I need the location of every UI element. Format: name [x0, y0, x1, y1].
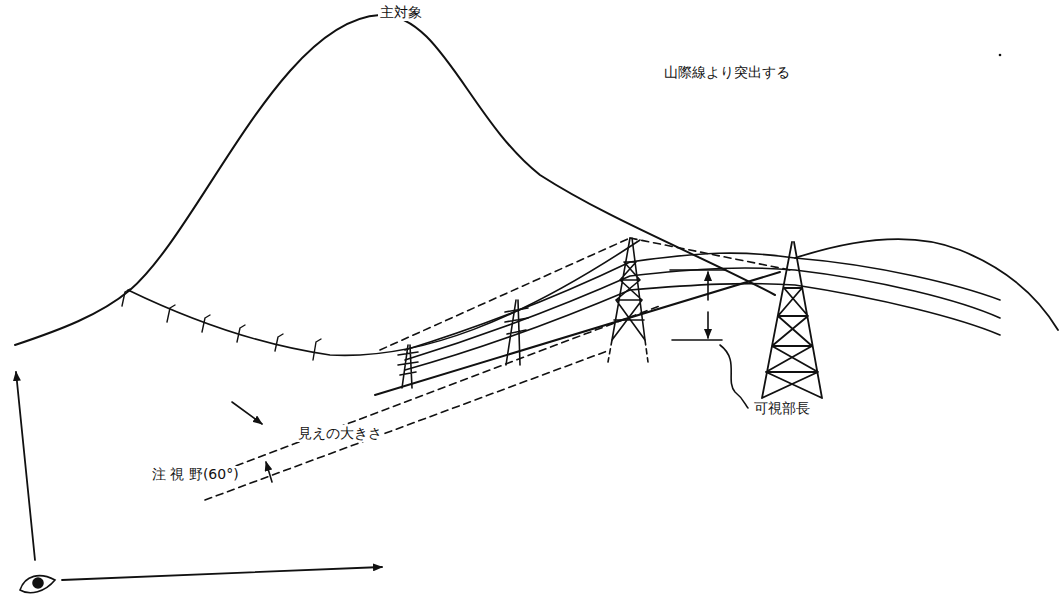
apparent-size-label: 見えの大きさ: [296, 425, 384, 442]
main-object-label: 主対象: [378, 4, 424, 21]
field-of-view-label: 注 視 野(60°): [150, 466, 241, 483]
visible-length-label: 可視部長: [752, 400, 812, 417]
skyline-note: 山際線より突出する: [662, 64, 792, 81]
